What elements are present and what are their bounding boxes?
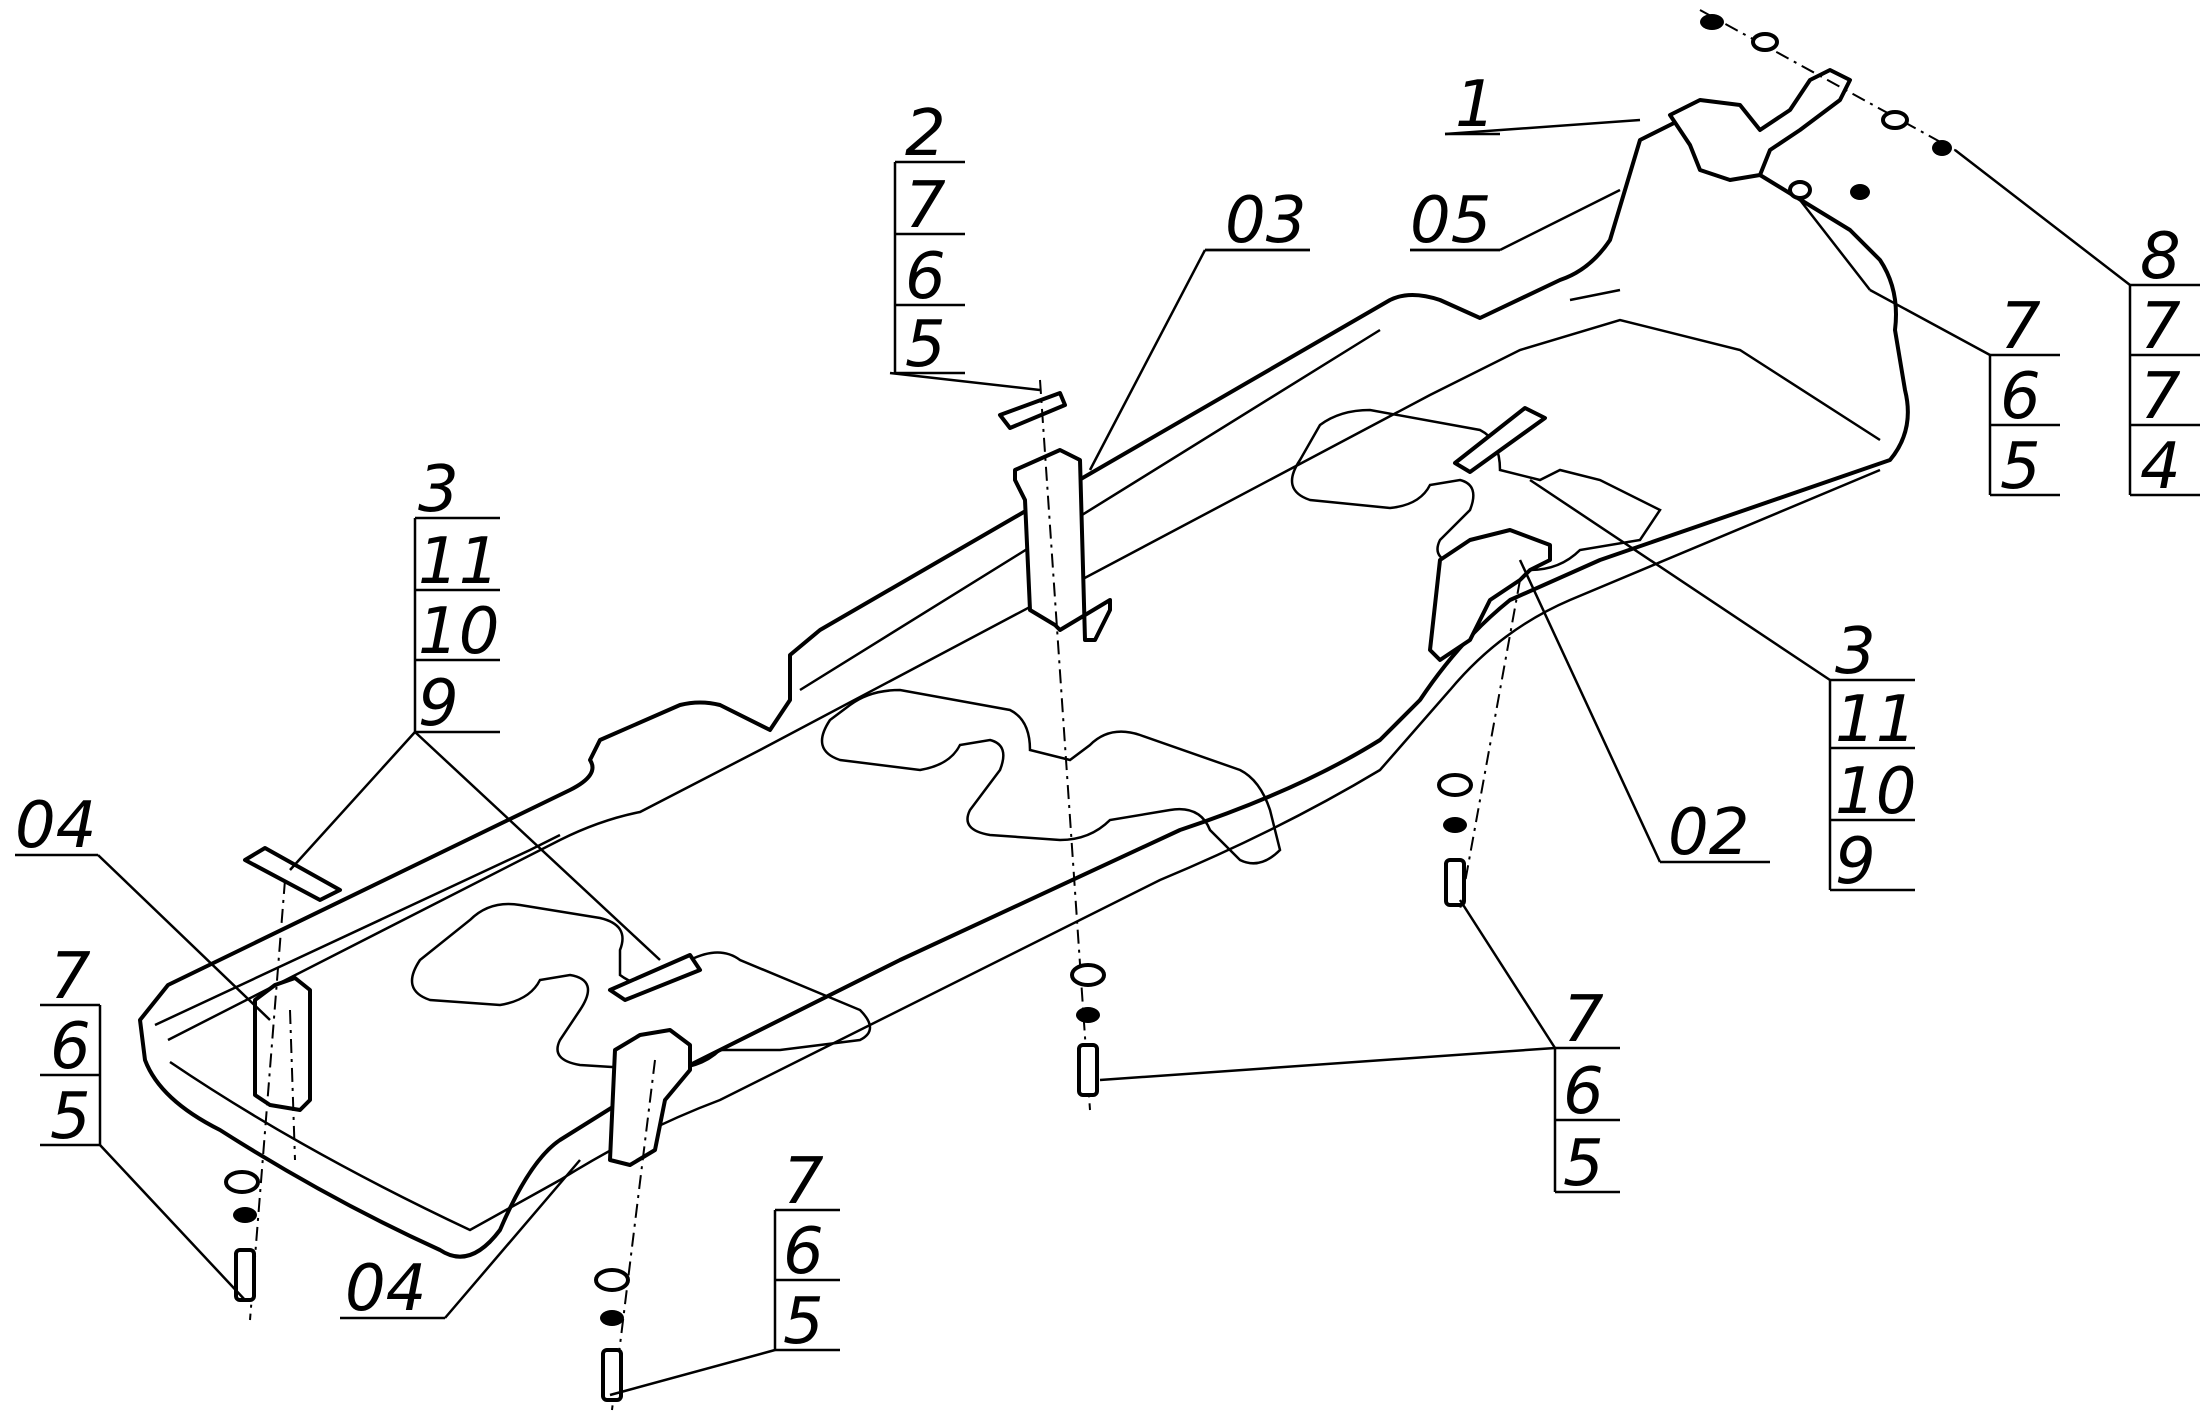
- callout-stack-bottom-center-0: 7: [783, 1145, 824, 1219]
- axis-right: [1459, 579, 1521, 911]
- callout-04-lower: 04: [345, 1252, 426, 1326]
- callout-labels: 1 05 2 7 6 5 03 8 7 7 4 7 6 5 3 11 10 9 …: [15, 68, 2181, 1359]
- callout-stack-right-middle-2: 10: [1835, 755, 1916, 829]
- nut-plate-left: [243, 846, 342, 902]
- fastener-bottom-center: [594, 1268, 630, 1402]
- callout-1: 1: [1455, 68, 1496, 142]
- callout-stack-right-middle-0: 3: [1835, 615, 1876, 689]
- callout-stack-center-lower-0: 7: [1563, 983, 1604, 1057]
- callout-stack-far-right-2: 7: [2140, 360, 2181, 434]
- callout-stack-far-right-0: 8: [2140, 220, 2181, 294]
- callout-02: 02: [1668, 796, 1749, 870]
- nut-plate-top: [998, 391, 1067, 430]
- nut-plate-center-left: [608, 953, 702, 1002]
- relief-left: [410, 902, 872, 1072]
- callout-stack-left-upper-1: 11: [418, 525, 499, 599]
- fastener-right: [1437, 773, 1473, 907]
- callout-stack-bottom-center-2: 5: [783, 1285, 824, 1359]
- callout-stack-left-upper-3: 9: [418, 667, 459, 741]
- callout-stack-far-right-1: 7: [2140, 290, 2181, 364]
- plate-rear-lip: [154, 288, 1621, 1027]
- plate-inner-edge: [167, 318, 1881, 1042]
- callout-rules: [15, 132, 2200, 1352]
- callout-stack-bottom-center-1: 6: [783, 1215, 824, 1289]
- relief-center: [820, 688, 1282, 865]
- skid-plate-body: [138, 118, 1910, 1259]
- callout-stack-right-upper-2: 5: [2000, 430, 2041, 504]
- leader-lines: [97, 118, 2131, 1397]
- axis-left-upper: [289, 1009, 296, 1161]
- callout-stack-right-upper-0: 7: [2000, 290, 2041, 364]
- callout-04-upper: 04: [15, 789, 96, 863]
- callout-stack-left-upper-2: 10: [418, 595, 499, 669]
- callout-stack-top-center-0: 2: [905, 97, 946, 171]
- plate-front-edge: [169, 468, 1881, 1232]
- callout-stack-left-upper-0: 3: [418, 453, 459, 527]
- callout-stack-top-center-2: 6: [905, 240, 946, 314]
- bracket-03: [1013, 448, 1112, 642]
- axis-top-right: [1699, 9, 1956, 151]
- callout-stack-far-right-3: 4: [2140, 430, 2181, 504]
- axis-center: [1039, 379, 1091, 1111]
- callout-stack-left-lower-2: 5: [50, 1080, 91, 1154]
- fastener-top-right: [1700, 14, 1952, 200]
- fastener-left: [224, 1170, 260, 1302]
- callout-05: 05: [1410, 184, 1491, 258]
- bracket-04-upper: [253, 976, 312, 1112]
- fastener-center: [1070, 963, 1106, 1097]
- callout-stack-top-center-3: 5: [905, 308, 946, 382]
- callout-stack-right-middle-1: 11: [1835, 683, 1916, 757]
- callout-stack-right-middle-3: 9: [1835, 825, 1876, 899]
- callout-stack-right-upper-1: 6: [2000, 360, 2041, 434]
- callout-stack-top-center-1: 7: [905, 169, 946, 243]
- callout-stack-left-lower-0: 7: [50, 940, 91, 1014]
- callout-03: 03: [1225, 184, 1306, 258]
- callout-stack-center-lower-1: 6: [1563, 1055, 1604, 1129]
- callout-stack-center-lower-2: 5: [1563, 1127, 1604, 1201]
- bracket-05: [1668, 68, 1852, 182]
- nut-plate-right: [1453, 406, 1547, 474]
- callout-stack-left-lower-1: 6: [50, 1010, 91, 1084]
